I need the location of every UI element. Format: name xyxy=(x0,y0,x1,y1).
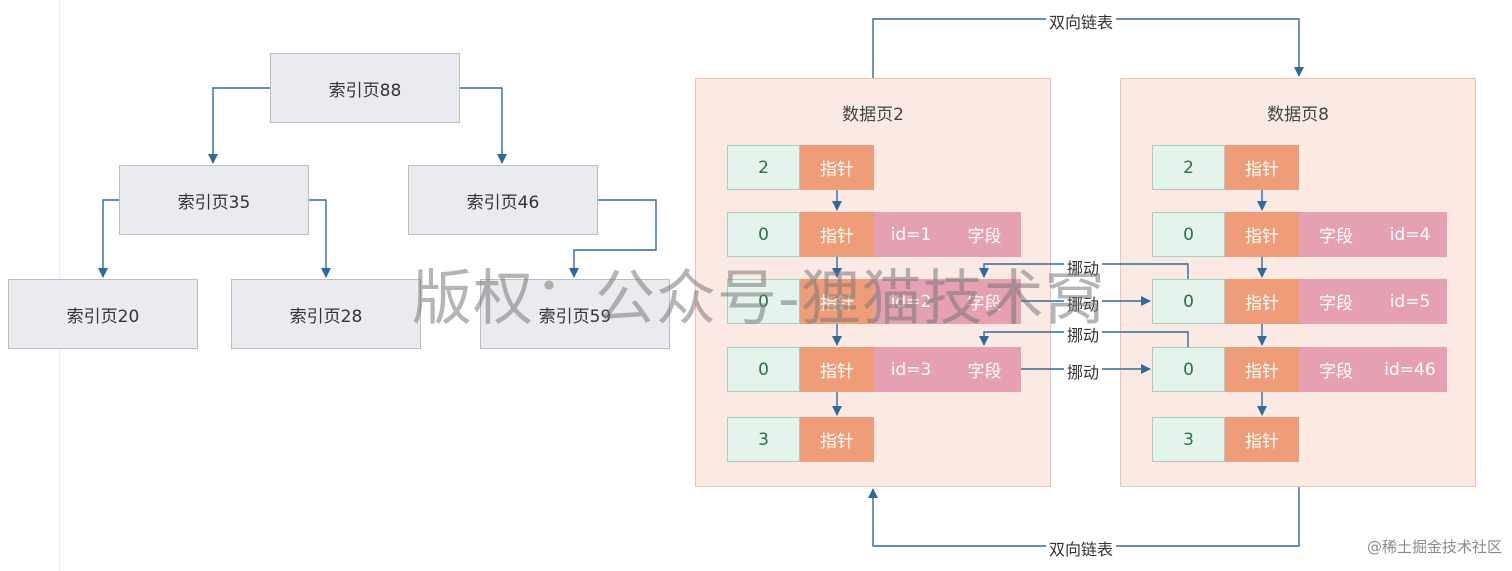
page2-row4-num: 0 xyxy=(727,347,800,392)
page8-row5-pointer: 指针 xyxy=(1225,417,1299,462)
linked-list-top-label: 双向链表 xyxy=(1046,9,1117,33)
page2-row2-field: 字段 xyxy=(948,212,1021,257)
linked-list-bottom-label: 双向链表 xyxy=(1046,536,1117,560)
page8-row1-pointer: 指针 xyxy=(1225,145,1299,190)
move-label-3: 挪动 xyxy=(1064,322,1103,346)
page2-row5-num: 3 xyxy=(727,417,800,462)
page8-row1-num: 2 xyxy=(1152,145,1225,190)
data-page-8-title: 数据页8 xyxy=(1267,105,1329,125)
page2-row1-pointer: 指针 xyxy=(800,145,874,190)
page8-row4-num: 0 xyxy=(1152,347,1225,392)
page2-row2-pointer: 指针 xyxy=(800,212,874,257)
arrow-35-to-20 xyxy=(98,199,119,278)
page8-row3-num: 0 xyxy=(1152,279,1225,324)
watermark-text: 版权：公众号-狸猫技术窝 xyxy=(412,264,1106,334)
index-page-59: 索引页59 xyxy=(480,279,670,349)
page2-row2-num: 0 xyxy=(727,212,800,257)
move-label-1: 挪动 xyxy=(1064,255,1103,279)
page8-row2-id: id=4 xyxy=(1373,212,1447,257)
page8-row2-num: 0 xyxy=(1152,212,1225,257)
page2-row3-num: 0 xyxy=(727,279,800,324)
credit-text: @稀土掘金技术社区 xyxy=(1366,538,1502,556)
page2-row5-pointer: 指针 xyxy=(800,417,874,462)
page8-row2-pointer: 指针 xyxy=(1225,212,1299,257)
page8-row4-id: id=46 xyxy=(1373,347,1447,392)
page2-row3-field: 字段 xyxy=(948,279,1021,324)
index-page-35: 索引页35 xyxy=(119,165,309,235)
arrow-88-to-35 xyxy=(208,87,270,164)
page2-row4-field: 字段 xyxy=(948,347,1021,392)
index-page-46: 索引页46 xyxy=(408,165,598,235)
page8-row5-num: 3 xyxy=(1152,417,1225,462)
page8-row3-pointer: 指针 xyxy=(1225,279,1299,324)
move-label-2: 挪动 xyxy=(1064,291,1103,315)
page2-row3-pointer: 指针 xyxy=(800,279,874,324)
page8-row3-field: 字段 xyxy=(1299,279,1373,324)
page2-row4-pointer: 指针 xyxy=(800,347,874,392)
index-page-88: 索引页88 xyxy=(270,53,460,123)
page2-row3-id: id=2 xyxy=(874,279,948,324)
arrow-35-to-28 xyxy=(309,199,331,278)
page8-row4-pointer: 指针 xyxy=(1225,347,1299,392)
index-page-20: 索引页20 xyxy=(8,279,198,349)
index-page-28: 索引页28 xyxy=(231,279,421,349)
arrow-88-to-46 xyxy=(460,87,507,164)
move-label-4: 挪动 xyxy=(1064,359,1103,383)
page8-row3-id: id=5 xyxy=(1373,279,1447,324)
page2-row4-id: id=3 xyxy=(874,347,948,392)
page2-row2-id: id=1 xyxy=(874,212,948,257)
page2-row1-num: 2 xyxy=(727,145,800,190)
page8-row4-field: 字段 xyxy=(1299,347,1373,392)
page8-row2-field: 字段 xyxy=(1299,212,1373,257)
arrow-46-to-59 xyxy=(569,199,657,278)
data-page-2-title: 数据页2 xyxy=(842,105,904,125)
